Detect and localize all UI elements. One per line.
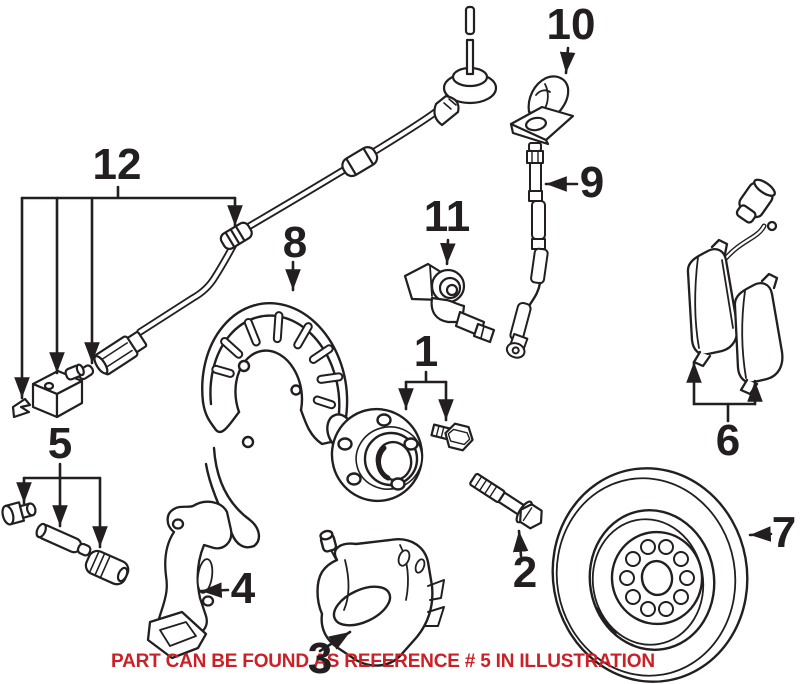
guide-pin-set xyxy=(1,501,130,586)
brake-caliper xyxy=(316,529,445,667)
wheel-hub xyxy=(326,407,424,503)
callout-label-10: 10 xyxy=(546,0,596,49)
outer-pad xyxy=(733,272,784,396)
brake-rotor xyxy=(551,467,749,683)
wear-sensor-connector xyxy=(735,178,776,224)
callout-label-5: 5 xyxy=(47,419,73,468)
abs-sensor-cable xyxy=(11,5,498,419)
callout-label-6: 6 xyxy=(715,416,741,465)
caliper-carrier xyxy=(146,500,233,660)
callout-3-leader xyxy=(318,630,352,653)
callout-label-12: 12 xyxy=(92,140,142,189)
callout-label-4: 4 xyxy=(230,564,256,613)
callout-5-leader xyxy=(16,462,108,549)
guide-pin xyxy=(35,522,92,557)
guide-pin-boot xyxy=(84,549,130,586)
callout-6-leader xyxy=(686,360,763,423)
callout-1-leader xyxy=(398,370,454,422)
callout-10-leader xyxy=(559,46,576,75)
bushing xyxy=(1,501,37,526)
reference-caption: PART CAN BE FOUND AS REFERENCE # 5 IN IL… xyxy=(111,651,655,672)
callout-label-11: 11 xyxy=(423,192,471,241)
callout-label-8: 8 xyxy=(282,218,308,267)
hub-bolt xyxy=(430,422,474,452)
mounting-bracket xyxy=(509,75,575,146)
brake-pads xyxy=(686,178,784,396)
brake-hose xyxy=(505,142,549,359)
callout-label-3: 3 xyxy=(307,634,333,683)
callout-label-7: 7 xyxy=(771,508,797,557)
callout-7-leader xyxy=(748,526,773,542)
splash-shield xyxy=(201,302,349,549)
callout-11-leader xyxy=(440,238,456,266)
callout-2-leader xyxy=(512,529,529,558)
callout-4-leader xyxy=(199,582,230,599)
callout-label-2: 2 xyxy=(512,548,538,597)
carrier-bolt xyxy=(469,472,543,530)
callout-label-1: 1 xyxy=(413,327,439,376)
abs-speed-sensor xyxy=(403,262,496,344)
callout-12-leader xyxy=(14,185,243,400)
callout-label-9: 9 xyxy=(579,158,605,207)
inner-pad xyxy=(686,238,739,368)
